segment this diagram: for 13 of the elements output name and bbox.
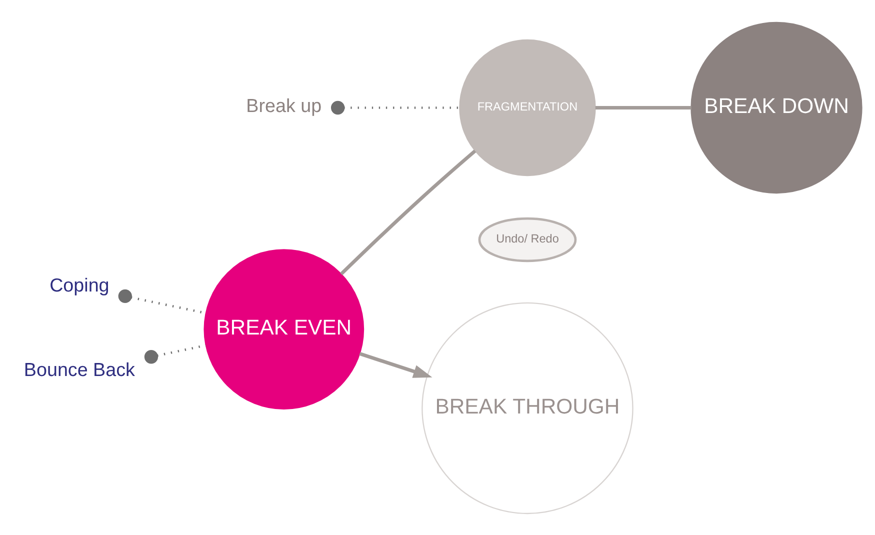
arrow <box>359 352 432 378</box>
connector <box>340 149 476 275</box>
node-text: Bounce Back <box>24 358 135 380</box>
connector <box>595 106 692 110</box>
node-text: Coping <box>50 274 110 295</box>
connector <box>330 100 460 114</box>
node-text: Break up <box>246 94 322 116</box>
connector <box>144 344 206 364</box>
node-ellipse: Undo/ Redo <box>478 216 577 262</box>
node-circle: BREAK EVEN <box>204 248 364 409</box>
node-circle: FRAGMENTATION <box>459 38 596 176</box>
node-circle: BREAK DOWN <box>690 21 862 194</box>
node-circle: BREAK THROUGH <box>422 302 634 514</box>
